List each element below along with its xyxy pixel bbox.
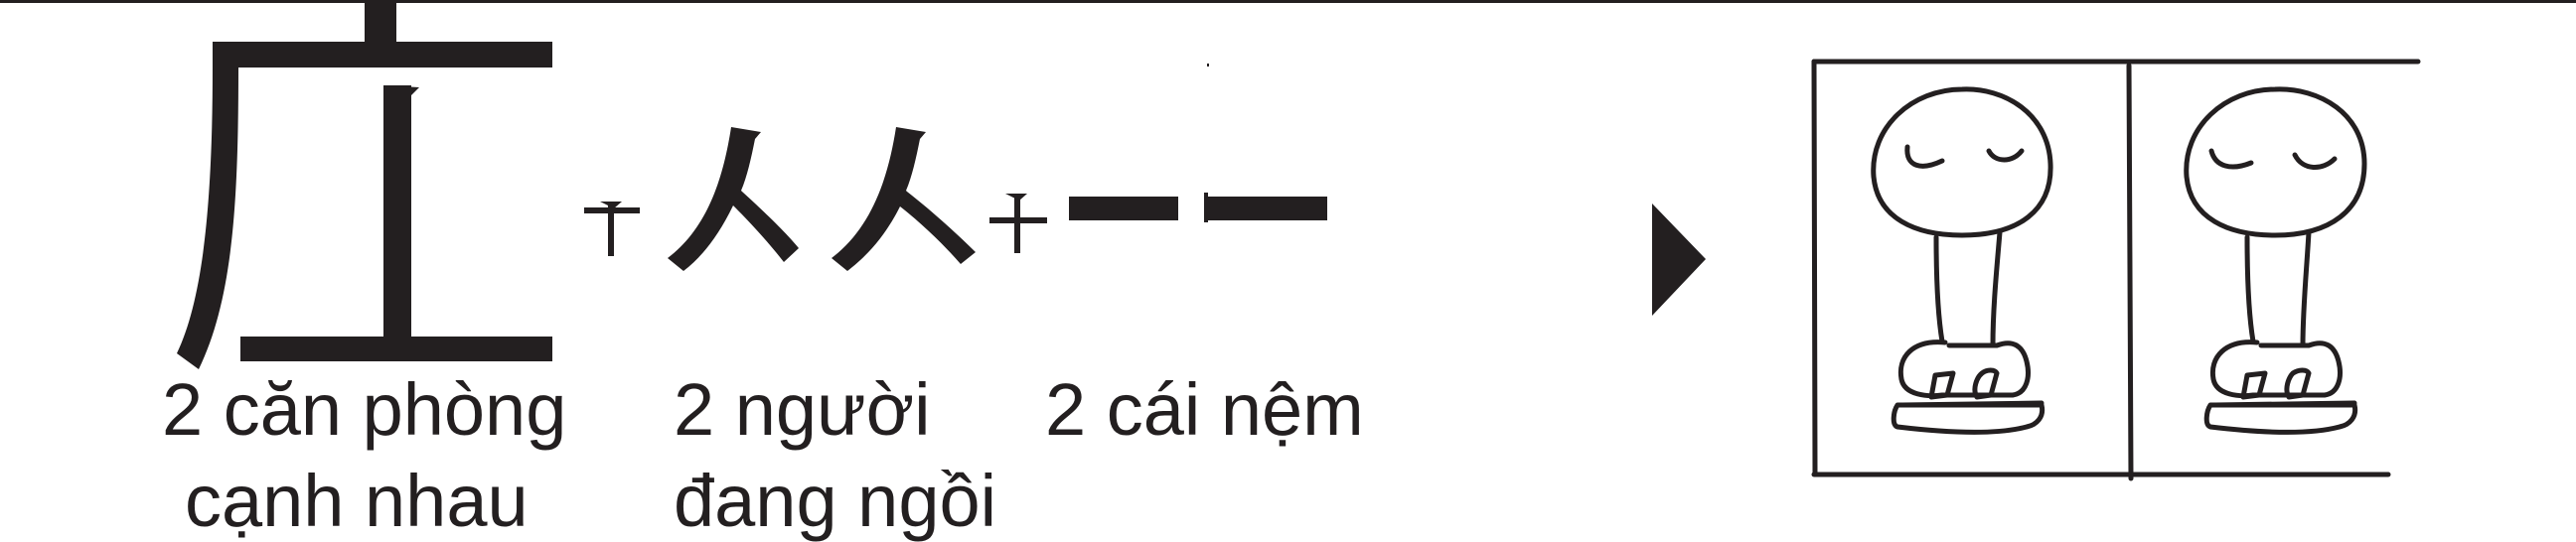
right-cushion-top — [2212, 400, 2357, 408]
left-person-eye-right — [1986, 148, 2025, 163]
right-person-body-left — [2244, 234, 2256, 344]
room-left-wall — [1811, 59, 1818, 477]
left-person-foot-2 — [1972, 367, 2000, 400]
arrow-icon — [1652, 203, 1706, 316]
label-persons-line2: đang ngồi — [674, 460, 997, 542]
label-cushions-line1: 2 cái nệm — [1045, 368, 1364, 451]
two-cushion-strokes-glyph — [1069, 64, 1327, 222]
right-person-foot-1 — [2240, 370, 2268, 400]
right-person-legs — [2209, 339, 2343, 399]
left-cushion-top — [1899, 400, 2045, 408]
right-person-eye-right — [2292, 152, 2338, 170]
two-room-radical-glyph — [177, 0, 552, 369]
label-persons-line1: 2 người — [674, 368, 931, 451]
two-person-radical-glyph — [668, 127, 976, 271]
left-person-foot-1 — [1928, 370, 1956, 400]
room-divider-wall — [2126, 63, 2134, 481]
left-person-legs — [1897, 339, 2031, 399]
left-person-head — [1871, 86, 2053, 238]
right-person-eye-left — [2208, 148, 2254, 170]
right-person-head — [2184, 86, 2367, 238]
top-border-line — [0, 0, 2576, 3]
label-rooms-line2: cạnh nhau — [185, 460, 529, 542]
right-person-foot-2 — [2284, 367, 2312, 400]
left-person-eye-left — [1904, 144, 1945, 169]
right-person-body-right — [2300, 229, 2312, 348]
plus-sign-1 — [584, 202, 640, 256]
label-rooms-line1: 2 căn phòng — [162, 368, 567, 451]
left-person-body-left — [1933, 234, 1945, 344]
plus-sign-2 — [989, 194, 1047, 253]
two-people-sitting-illustration-icon — [1811, 59, 2421, 481]
left-cushion — [1891, 402, 2046, 435]
right-cushion — [2203, 402, 2358, 435]
left-person-body-right — [1990, 229, 2003, 348]
